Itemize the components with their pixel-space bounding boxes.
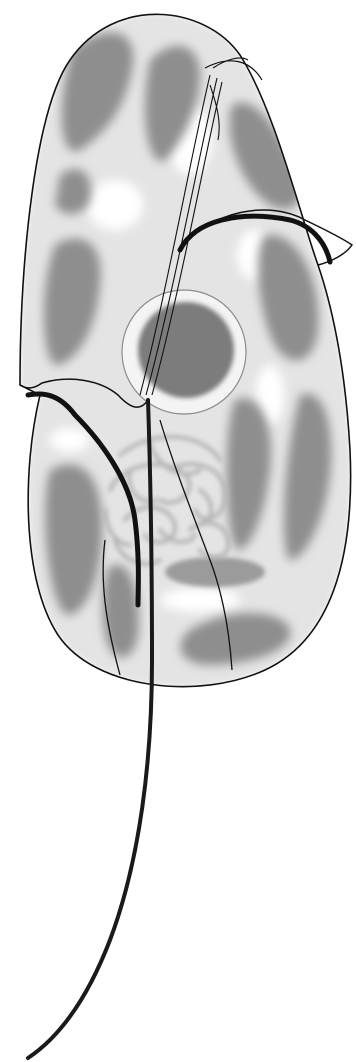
cytoplasm xyxy=(20,14,351,686)
nucleus xyxy=(138,302,234,398)
organelle-left-upper xyxy=(55,169,91,214)
organelle-pill xyxy=(165,557,265,587)
